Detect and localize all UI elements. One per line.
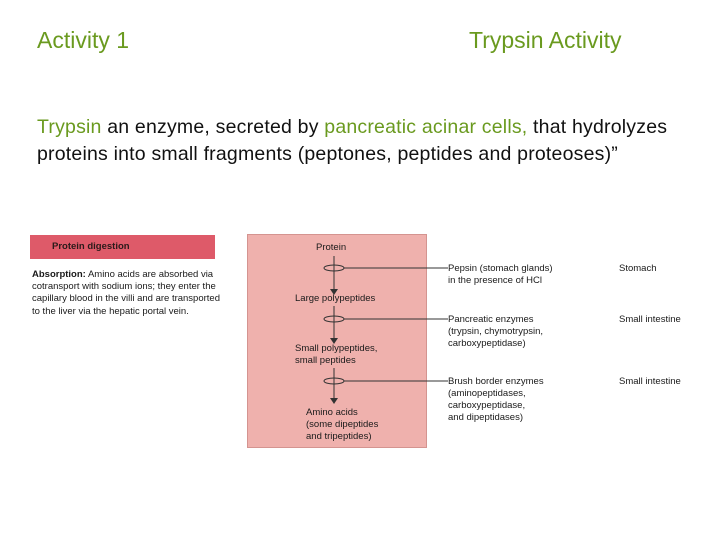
protein-digestion-label: Protein digestion [52,241,130,252]
enzyme-pepsin-2: in the presence of HCl [448,275,542,286]
absorption-text: Amino acids are absorbed via cotransport… [32,269,220,317]
intro-source: pancreatic acinar cells, [324,116,528,138]
stage-small-polypeptides-2: small peptides [295,355,356,366]
stage-small-polypeptides-1: Small polypeptides, [295,343,378,354]
digestion-panel [247,234,427,448]
enzyme-pancreatic-1: Pancreatic enzymes [448,314,534,325]
location-small-intestine-1: Small intestine [619,314,681,325]
intro-term: Trypsin [37,116,102,138]
stage-large-polypeptides: Large polypeptides [295,293,376,304]
intro-paragraph: Trypsin an enzyme, secreted by pancreati… [37,114,702,168]
enzyme-pancreatic-3: carboxypeptidase) [448,338,526,349]
enzyme-brush-4: and dipeptidases) [448,412,523,423]
stage-amino-acids-2: (some dipeptides [306,419,379,430]
enzyme-pepsin-1: Pepsin (stomach glands) [448,263,553,274]
page-title: Trypsin Activity [469,27,622,53]
enzyme-brush-1: Brush border enzymes [448,376,544,387]
absorption-note: Absorption: Amino acids are absorbed via… [32,269,222,318]
activity-label: Activity 1 [37,27,130,53]
protein-digestion-header: Protein digestion [30,235,215,259]
arrowhead-1 [330,289,338,295]
stage-amino-acids-3: and tripeptides) [306,431,372,442]
arrowhead-3 [330,398,338,404]
absorption-label: Absorption: [32,269,86,280]
intro-text-1: an enzyme, secreted by [101,116,325,138]
enzyme-pancreatic-2: (trypsin, chymotrypsin, [448,326,544,337]
arrowhead-2 [330,338,338,344]
intro-text-2: that hydrolyzes proteins into small frag… [37,116,668,165]
stage-protein: Protein [316,242,347,253]
location-stomach: Stomach [619,263,657,274]
enzyme-brush-3: carboxypeptidase, [448,400,526,411]
location-small-intestine-2: Small intestine [619,376,681,387]
enzyme-brush-2: (aminopeptidases, [448,388,526,399]
stage-amino-acids-1: Amino acids [306,407,358,418]
